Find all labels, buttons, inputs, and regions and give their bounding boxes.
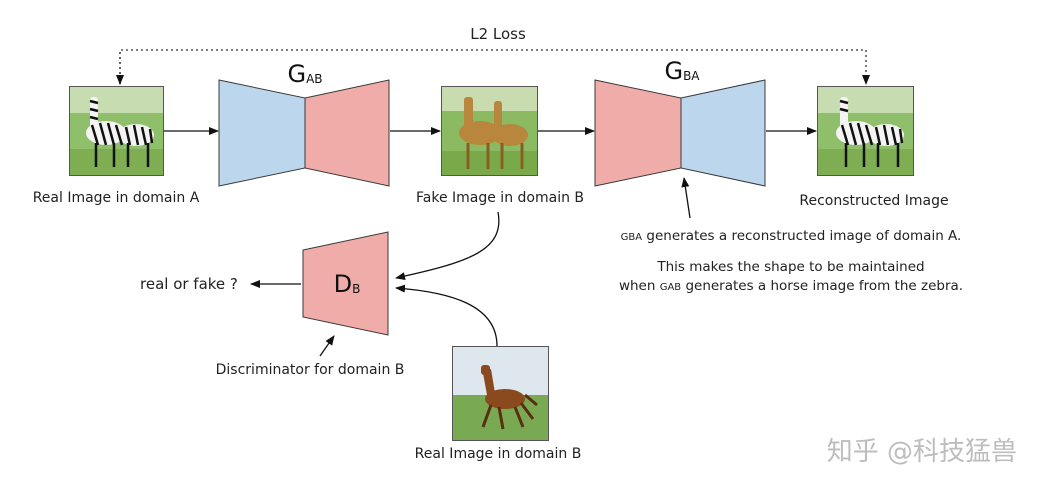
generator-ba-encoder bbox=[594, 79, 682, 187]
reconstructed-zebra-image-icon bbox=[818, 87, 913, 175]
gba-note-line3: when GAB generates a horse image from th… bbox=[618, 278, 964, 294]
real-a-caption: Real Image in domain A bbox=[32, 190, 200, 206]
discriminator-b-label: DB bbox=[333, 270, 361, 298]
watermark: 知乎 @科技猛兽 bbox=[826, 437, 1017, 467]
gba-note-line2: This makes the shape to be maintained bbox=[657, 259, 925, 275]
discriminator-b-shape bbox=[302, 231, 389, 336]
arrow-gba-note-pointer bbox=[681, 177, 691, 219]
reconstructed-image bbox=[817, 86, 914, 176]
l2-loss-bracket bbox=[119, 49, 870, 85]
generator-ab-encoder bbox=[218, 79, 306, 187]
horse-image-icon bbox=[453, 347, 548, 440]
reconstructed-caption: Reconstructed Image bbox=[799, 193, 949, 209]
generator-ba-decoder bbox=[680, 79, 766, 187]
discriminator-caption: Discriminator for domain B bbox=[215, 362, 405, 378]
real-image-domain-a bbox=[69, 86, 164, 176]
generator-ab-label: GAB bbox=[287, 60, 323, 88]
real-b-caption: Real Image in domain B bbox=[414, 446, 582, 462]
fake-horse-image-icon bbox=[442, 87, 537, 175]
generator-ba-label: GBA bbox=[664, 57, 700, 85]
l2-loss-label: L2 Loss bbox=[470, 25, 526, 43]
fake-image-domain-b bbox=[441, 86, 538, 176]
zebra-image-icon bbox=[70, 87, 163, 175]
gba-note-line1: GBA generates a reconstructed image of d… bbox=[620, 228, 962, 244]
generator-ab-decoder bbox=[304, 79, 390, 187]
arrow-discriminator-pointer bbox=[319, 335, 335, 357]
arrow-fake-b-to-discriminator bbox=[395, 211, 500, 281]
real-or-fake-label: real or fake ? bbox=[140, 275, 238, 293]
arrow-real-b-to-discriminator bbox=[395, 284, 498, 347]
real-image-domain-b bbox=[452, 346, 549, 441]
fake-b-caption: Fake Image in domain B bbox=[415, 190, 585, 206]
